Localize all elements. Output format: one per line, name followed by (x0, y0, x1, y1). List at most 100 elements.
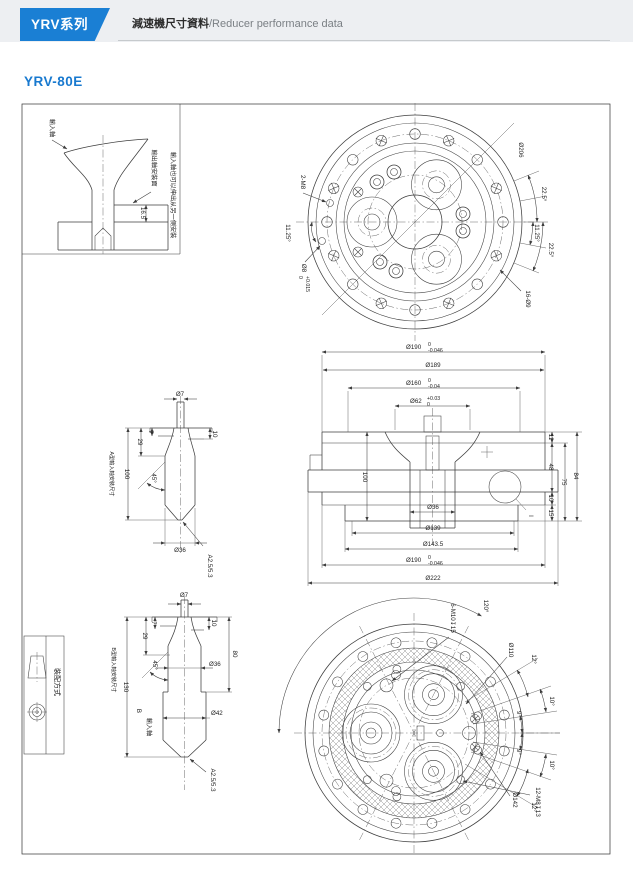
dim-12-m8: 12-M8↧13 (534, 787, 541, 817)
dim-11-25-right: 11.25° (533, 224, 540, 242)
shaft-a-45: 45° (150, 473, 157, 483)
dim-84: 84 (572, 473, 579, 480)
shaft-b-10: 10 (210, 620, 217, 627)
shaft-b-view: Ø7 7 29 130 10 80 45° Ø36 Ø42 B 輸入軸 A2.5… (110, 592, 238, 792)
dim-11-25-left: 11.25° (284, 224, 291, 242)
shaft-b-7: 7 (150, 621, 157, 625)
section-top-dims (321, 350, 546, 432)
section-dim-texts: Ø190 0 -0.046 Ø189 Ø160 0 -0.04 Ø62 +0.0… (406, 342, 444, 582)
section-right-dims (518, 431, 582, 522)
subtitle-en: /Reducer performance data (209, 18, 343, 30)
section-bottom-dims (307, 492, 559, 586)
series-tag: YRV系列 (20, 8, 110, 41)
svg-text:Ø190: Ø190 (406, 557, 422, 564)
shaft-b-45: 45° (151, 660, 158, 670)
svg-text:Ø189: Ø189 (425, 362, 441, 369)
shaft-a-d7: Ø7 (176, 391, 185, 398)
page-title: YRV-80E (24, 74, 83, 89)
dim-6-m10: 6-M10↧15 (449, 603, 456, 633)
subtitle-zh: 減速機尺寸資料 (132, 18, 209, 30)
label-output-face: 輸出軸安裝面 (150, 149, 158, 186)
svg-text:0: 0 (428, 555, 431, 561)
dim-16-d9: 16-Ø9 (524, 290, 531, 308)
svg-text:Ø62: Ø62 (410, 398, 422, 405)
dim-9-bot: 9° (515, 749, 522, 755)
note-alt-side: 輸入軸也可以伸出从另一側安裝 (169, 152, 177, 239)
svg-text:-0.04: -0.04 (428, 384, 440, 390)
dim-d206: Ø206 (517, 142, 524, 158)
svg-text:Ø143.5: Ø143.5 (423, 541, 444, 548)
svg-text:0: 0 (428, 378, 431, 384)
dim-15: 15 (547, 510, 554, 517)
series-tag-label: YRV系列 (31, 17, 89, 32)
dim-10-top: 10° (548, 696, 555, 706)
dim-12-bot: 12° (530, 802, 537, 812)
svg-text:0: 0 (428, 342, 431, 348)
svg-text:Ø222: Ø222 (425, 575, 441, 582)
header-subtitle: 減速機尺寸資料/Reducer performance data (132, 15, 343, 31)
front-planet-gears (346, 159, 462, 285)
assembly-method-box: 裝配方式 (23, 635, 65, 755)
shaft-b-29: 29 (141, 633, 148, 640)
assembly-method-label: 裝配方式 (53, 668, 62, 696)
dim-10-bot: 10° (548, 760, 555, 770)
svg-text:+0.015: +0.015 (304, 276, 310, 292)
dim-d110: Ø110 (507, 643, 514, 658)
svg-text:-0.046: -0.046 (428, 348, 443, 354)
svg-text:Ø139: Ø139 (425, 525, 441, 532)
dim-120: 120° (482, 600, 489, 613)
dim-75: 75 (560, 479, 567, 486)
label-input-shaft: 輸入軸 (48, 119, 56, 138)
svg-text:Ø8: Ø8 (300, 264, 307, 273)
dim-22-5-bot: 22.5° (547, 243, 554, 258)
svg-text:Ø36: Ø36 (427, 504, 439, 511)
assembly-target-icon (27, 702, 47, 722)
front-angle-dims (309, 170, 548, 274)
shaft-a-100: 100 (123, 469, 130, 480)
shaft-b-center-hole: A2.5/5.3 (209, 768, 216, 792)
shaft-a-29: 29 (136, 439, 143, 446)
shaft-a-center-hole: A2.5/5.3 (206, 554, 213, 578)
shaft-b-d7: Ø7 (180, 592, 189, 599)
shaft-b-note: B型輸入軸安裝尺寸 (110, 648, 118, 693)
shaft-a-note: A型輸入軸安裝尺寸 (108, 452, 116, 497)
dim-9-top: 9° (515, 711, 522, 717)
svg-text:Ø190: Ø190 (406, 344, 422, 351)
front-carrier-pins (352, 164, 471, 279)
shaft-b-d36: Ø36 (209, 661, 221, 668)
front-view: Ø206 2-M8 22.5° 11.25° 22.5° 11.25° 16-Ø… (284, 103, 554, 341)
section-view: Ø190 0 -0.046 Ø189 Ø160 0 -0.04 Ø62 +0.0… (307, 342, 582, 586)
dim-d142: Ø142 (511, 792, 518, 808)
svg-text:+0.03: +0.03 (427, 396, 440, 402)
shaft-b-input-shaft: 輸入軸 (145, 718, 153, 737)
svg-text:0: 0 (427, 402, 430, 408)
detail-mark-i: I (527, 515, 534, 517)
shaft-b-d42: Ø42 (211, 710, 223, 717)
shaft-a-7: 7 (147, 430, 154, 434)
dim-16-5: 16.5 (139, 207, 146, 220)
header-underline (118, 40, 610, 41)
shaft-b-type: B (135, 709, 142, 713)
back-view: 120° 6-M10↧15 Ø110 12° 10° 9° 9° 10° 12°… (277, 597, 560, 853)
arc-120 (277, 597, 482, 734)
dim-100: 100 (361, 472, 368, 483)
svg-text:0: 0 (297, 276, 303, 279)
dim-12-top: 12° (530, 654, 537, 664)
assembly-cone-icon (27, 655, 47, 679)
shaft-a-d36: Ø36 (174, 547, 186, 554)
shaft-b-80: 80 (231, 651, 238, 658)
dim-48: 48 (547, 464, 554, 471)
back-angle-dims (464, 657, 560, 809)
header-band (0, 0, 633, 42)
svg-text:-0.046: -0.046 (428, 561, 443, 567)
dim-2-m8: 2-M8 (299, 175, 306, 190)
drawing-frame (21, 103, 611, 855)
shaft-b-130: 130 (122, 682, 129, 693)
dim-d8: Ø8 +0.015 0 (297, 264, 310, 292)
dim-10: 10 (547, 495, 554, 502)
svg-text:Ø160: Ø160 (406, 380, 422, 387)
shaft-a-10: 10 (211, 431, 218, 438)
dim-11: 11 (547, 434, 554, 441)
shaft-a-view: Ø7 7 29 100 10 45° Ø36 A2.5/5.3 A型輸入軸安裝尺… (108, 391, 218, 578)
